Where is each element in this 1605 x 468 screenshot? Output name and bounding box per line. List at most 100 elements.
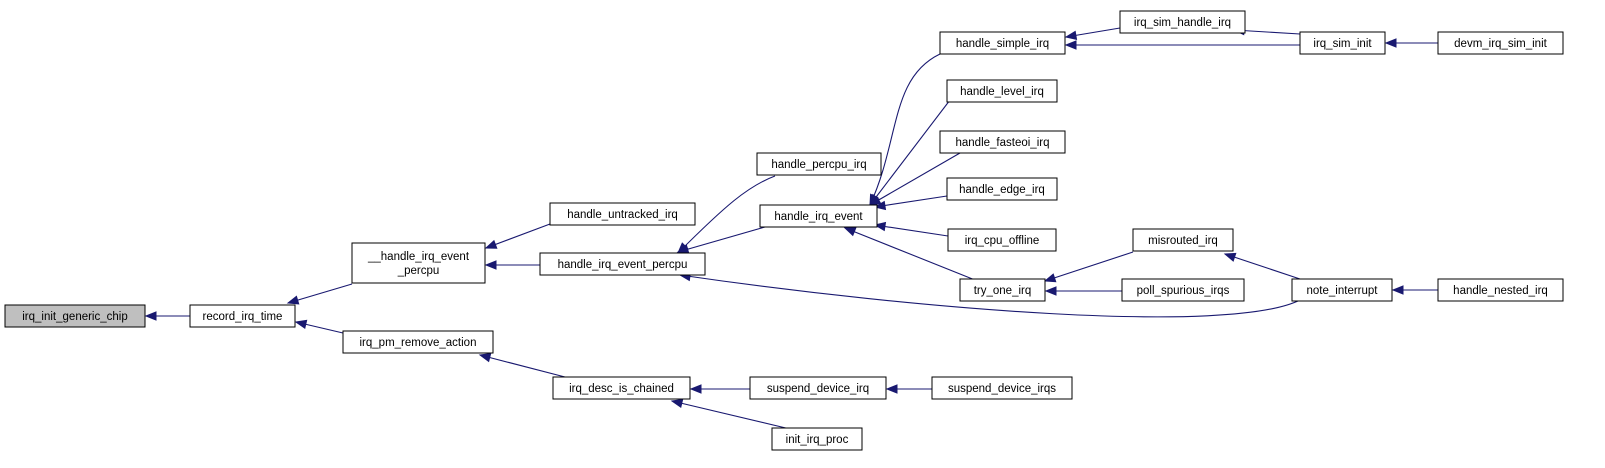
node-box <box>342 330 494 354</box>
edge-note_interrupt-to-misrouted_irq <box>1223 252 1301 280</box>
edge-line <box>679 274 1301 318</box>
node-label: irq_sim_init <box>1313 38 1372 50</box>
node-handle-irq-event[interactable]: handle_irq_event <box>759 204 878 228</box>
node-record-irq-time[interactable]: record_irq_time <box>189 304 296 328</box>
arrowhead <box>1043 273 1057 283</box>
edge-record_irq_time-to-irq_init_generic_chip <box>144 311 190 321</box>
node-label: try_one_irq <box>974 285 1032 297</box>
node-box <box>1299 31 1386 55</box>
node-label: handle_nested_irq <box>1453 285 1548 297</box>
node-label: handle_irq_event <box>774 211 863 223</box>
edge-handle_edge_irq-to-handle_irq_event <box>873 195 948 211</box>
node-box <box>939 130 1066 154</box>
arrowhead <box>478 353 492 363</box>
arrowhead <box>843 227 857 237</box>
node-try-one-irq[interactable]: try_one_irq <box>959 278 1046 302</box>
node-poll-spurious-irqs[interactable]: poll_spurious_irqs <box>1121 278 1245 302</box>
edge-line <box>874 195 948 208</box>
edge-handle_untracked_irq-to-handle_irq_event_percpu_int <box>484 223 551 249</box>
node-label: irq_pm_remove_action <box>360 337 477 349</box>
node-label: handle_edge_irq <box>959 184 1045 196</box>
node-handle-percpu-irq[interactable]: handle_percpu_irq <box>756 152 882 176</box>
arrowhead <box>1223 252 1237 262</box>
node-label: devm_irq_sim_init <box>1454 38 1547 50</box>
edge-suspend_device_irq-to-irq_desc_is_chained <box>689 384 750 394</box>
node-box <box>749 376 887 400</box>
node-box <box>189 304 296 328</box>
edge-line <box>1044 251 1134 282</box>
node-handle-simple-irq[interactable]: handle_simple_irq <box>939 31 1066 55</box>
node-irq-pm-remove-action[interactable]: irq_pm_remove_action <box>342 330 494 354</box>
edge-line <box>677 175 776 254</box>
node-handle-untracked-irq[interactable]: handle_untracked_irq <box>549 202 696 226</box>
arrowhead <box>689 384 702 394</box>
node-box <box>959 278 1046 302</box>
node-label: handle_percpu_irq <box>771 159 866 171</box>
node-box <box>759 204 878 228</box>
node-box <box>1437 278 1564 302</box>
node-handle-irq-event-percpu-int[interactable]: __handle_irq_event_percpu <box>351 242 486 284</box>
node-label: handle_level_irq <box>960 86 1044 98</box>
arrowhead <box>484 260 497 270</box>
node-label: poll_spurious_irqs <box>1137 285 1230 297</box>
node-handle-irq-event-percpu[interactable]: handle_irq_event_percpu <box>539 252 706 276</box>
edge-line <box>844 227 976 281</box>
node-label: misrouted_irq <box>1148 235 1218 247</box>
arrowhead <box>1384 38 1397 48</box>
node-label: note_interrupt <box>1307 285 1379 297</box>
edge-line <box>874 224 949 237</box>
node-label: init_irq_proc <box>786 434 849 446</box>
arrowhead <box>670 398 684 409</box>
edge-line <box>869 152 961 206</box>
node-label: handle_simple_irq <box>956 38 1049 50</box>
node-label: record_irq_time <box>203 311 283 323</box>
edge-line <box>287 283 353 304</box>
node-box <box>1132 228 1234 252</box>
node-box <box>4 304 146 328</box>
node-suspend-device-irq[interactable]: suspend_device_irq <box>749 376 887 400</box>
node-label: _percpu <box>397 265 440 277</box>
node-label: handle_irq_event_percpu <box>558 259 688 271</box>
node-box <box>756 152 882 176</box>
node-label: irq_cpu_offline <box>965 235 1040 247</box>
node-box <box>351 242 486 284</box>
edge-irq_pm_remove_action-to-record_irq_time <box>294 319 344 334</box>
node-label: handle_untracked_irq <box>567 209 678 221</box>
node-irq-desc-is-chained[interactable]: irq_desc_is_chained <box>552 376 691 400</box>
node-init-irq-proc[interactable]: init_irq_proc <box>771 427 863 451</box>
arrowhead <box>294 319 308 330</box>
node-misrouted-irq[interactable]: misrouted_irq <box>1132 228 1234 252</box>
node-label: irq_desc_is_chained <box>569 383 674 395</box>
node-handle-level-irq[interactable]: handle_level_irq <box>946 79 1058 103</box>
edge-handle_nested_irq-to-note_interrupt <box>1391 285 1438 295</box>
arrowhead <box>1064 40 1077 50</box>
node-box <box>1437 31 1564 55</box>
arrowhead <box>484 239 498 249</box>
node-box <box>1119 10 1246 34</box>
node-label: suspend_device_irq <box>767 383 869 395</box>
node-devm-irq-sim-init[interactable]: devm_irq_sim_init <box>1437 31 1564 55</box>
node-handle-nested-irq[interactable]: handle_nested_irq <box>1437 278 1564 302</box>
node-suspend-device-irqs[interactable]: suspend_device_irqs <box>931 376 1073 400</box>
arrowhead <box>1064 30 1078 40</box>
arrowhead <box>868 195 882 206</box>
edge-handle_irq_event_percpu_int-to-record_irq_time <box>286 283 353 305</box>
edge-handle_fasteoi_irq-to-handle_irq_event <box>868 152 961 206</box>
node-irq-cpu-offline[interactable]: irq_cpu_offline <box>947 228 1057 252</box>
node-label: irq_sim_handle_irq <box>1134 17 1231 29</box>
edge-irq_desc_is_chained-to-irq_pm_remove_action <box>478 353 566 378</box>
node-note-interrupt[interactable]: note_interrupt <box>1291 278 1393 302</box>
node-irq-sim-handle-irq[interactable]: irq_sim_handle_irq <box>1119 10 1246 34</box>
node-handle-fasteoi-irq[interactable]: handle_fasteoi_irq <box>939 130 1066 154</box>
edge-line <box>677 226 766 253</box>
arrowhead <box>286 295 300 305</box>
edge-line <box>869 99 951 206</box>
edge-handle_level_irq-to-handle_irq_event <box>869 99 951 207</box>
node-box <box>946 177 1058 201</box>
edge-line <box>671 400 791 430</box>
node-box <box>947 228 1057 252</box>
node-handle-edge-irq[interactable]: handle_edge_irq <box>946 177 1058 201</box>
edge-irq_sim_init-to-handle_simple_irq <box>1064 40 1300 50</box>
node-irq-sim-init[interactable]: irq_sim_init <box>1299 31 1386 55</box>
